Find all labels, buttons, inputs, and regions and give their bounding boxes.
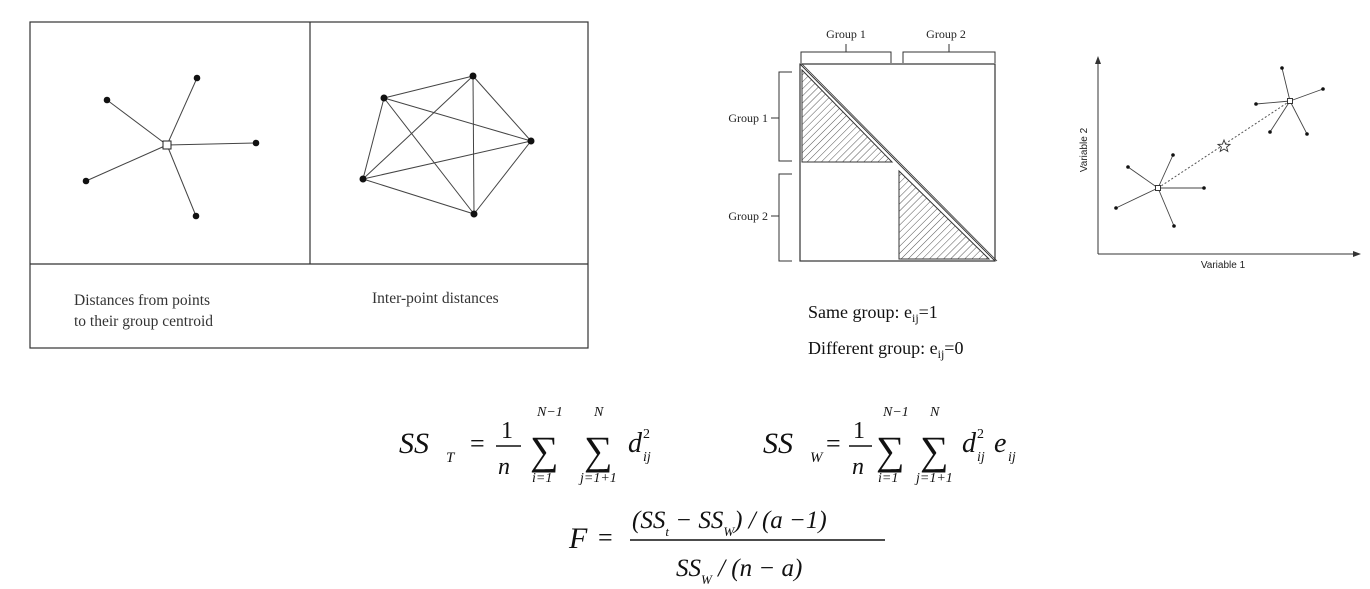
col-bracket-group1: [800, 51, 892, 63]
svg-text:=: =: [470, 429, 485, 458]
group2-centroid: [1287, 98, 1293, 104]
f-statistic-equation: F = (SSt − SSW) / (a −1) SSW / (n − a): [568, 507, 885, 587]
point: [192, 212, 200, 220]
point: [1202, 186, 1206, 190]
centroid-marker: [162, 140, 172, 150]
point: [470, 210, 478, 218]
svg-text:N−1: N−1: [536, 405, 563, 420]
svg-text:N: N: [593, 405, 604, 420]
svg-text:ij: ij: [643, 450, 651, 465]
row-bracket-group2: [778, 173, 792, 262]
svg-text:ij: ij: [977, 450, 985, 465]
legend-different-group: Different group: eij=0: [808, 338, 964, 361]
svg-text:N−1: N−1: [882, 405, 909, 420]
point: [1321, 87, 1325, 91]
svg-text:SS: SS: [399, 427, 429, 460]
svg-text:d: d: [962, 428, 977, 459]
svg-text:n: n: [498, 454, 510, 480]
point: [82, 177, 90, 185]
svg-text:SS: SS: [763, 427, 793, 460]
point: [1126, 165, 1130, 169]
matrix-diagonal: [799, 63, 996, 262]
svg-text:j=1+1: j=1+1: [914, 471, 953, 486]
svg-text:j=1+1: j=1+1: [578, 471, 617, 486]
svg-text:i=1: i=1: [532, 471, 552, 486]
svg-text:1: 1: [501, 418, 513, 444]
centroid-scatter-panel: Variable 1 Variable 2: [1079, 56, 1361, 271]
point: [252, 139, 260, 147]
point: [527, 137, 535, 145]
group1-centroid: [1155, 185, 1161, 191]
svg-text:SSW / (n − a): SSW / (n − a): [676, 555, 802, 587]
svg-text:F: F: [568, 522, 588, 555]
caption-interpoint-distances: Inter-point distances: [372, 290, 499, 307]
legend-same-group: Same group: eij=1: [808, 302, 938, 325]
point: [1114, 206, 1118, 210]
point: [1254, 102, 1258, 106]
svg-text:n: n: [852, 454, 864, 480]
svg-text:∑: ∑: [920, 428, 949, 473]
col-label-group2: Group 2: [926, 27, 966, 41]
point: [193, 74, 201, 82]
x-axis-label: Variable 1: [1201, 260, 1246, 271]
svg-text:2: 2: [643, 427, 650, 442]
col-bracket-group2: [902, 51, 996, 63]
point: [469, 72, 477, 80]
svg-text:=: =: [826, 429, 841, 458]
point: [1268, 130, 1272, 134]
caption-centroid-distances: Distances from points to their group cen…: [74, 292, 214, 330]
sst-equation: SS T = 1 n N−1 ∑ i=1 N ∑ j=1+1 d 2 ij: [399, 405, 651, 486]
group2-cluster: [1254, 66, 1325, 136]
svg-text:∑: ∑: [584, 428, 613, 473]
within-group2-block: [898, 169, 991, 260]
interpoint-graph-diagram: [359, 72, 535, 218]
svg-text:d: d: [628, 428, 643, 459]
row-bracket-group1: [778, 71, 792, 162]
point: [1305, 132, 1309, 136]
point: [1172, 224, 1176, 228]
within-group1-block: [801, 68, 894, 163]
svg-text:i=1: i=1: [878, 471, 898, 486]
centroid-star-diagram: [82, 74, 260, 220]
row-label-group2: Group 2: [728, 209, 768, 223]
svg-text:∑: ∑: [530, 428, 559, 473]
y-axis-label: Variable 2: [1079, 127, 1090, 172]
svg-text:(SSt − SSW) / (a −1): (SSt − SSW) / (a −1): [632, 507, 827, 539]
group1-cluster: [1114, 153, 1206, 228]
panel-frame: [29, 21, 589, 349]
distance-matrix-panel: Group 1 Group 2 Group 1 Group 2: [728, 27, 998, 262]
point: [359, 175, 367, 183]
svg-text:=: =: [598, 523, 613, 552]
svg-text:T: T: [446, 450, 456, 466]
svg-text:2: 2: [977, 427, 984, 442]
overall-centroid-star-icon: [1216, 138, 1232, 153]
row-label-group1: Group 1: [728, 111, 768, 125]
matrix-frame: [799, 63, 996, 262]
point: [103, 96, 111, 104]
svg-text:1: 1: [853, 418, 865, 444]
distance-schematic-panel: [29, 21, 589, 349]
point: [380, 94, 388, 102]
svg-text:e: e: [994, 428, 1006, 459]
svg-text:ij: ij: [1008, 450, 1016, 465]
point: [1171, 153, 1175, 157]
svg-text:W: W: [810, 450, 824, 466]
svg-text:N: N: [929, 405, 940, 420]
ssw-equation: SS W = 1 n N−1 ∑ i=1 N ∑ j=1+1 d 2 ij e …: [763, 405, 1016, 486]
col-label-group1: Group 1: [826, 27, 866, 41]
svg-text:∑: ∑: [876, 428, 905, 473]
point: [1280, 66, 1284, 70]
